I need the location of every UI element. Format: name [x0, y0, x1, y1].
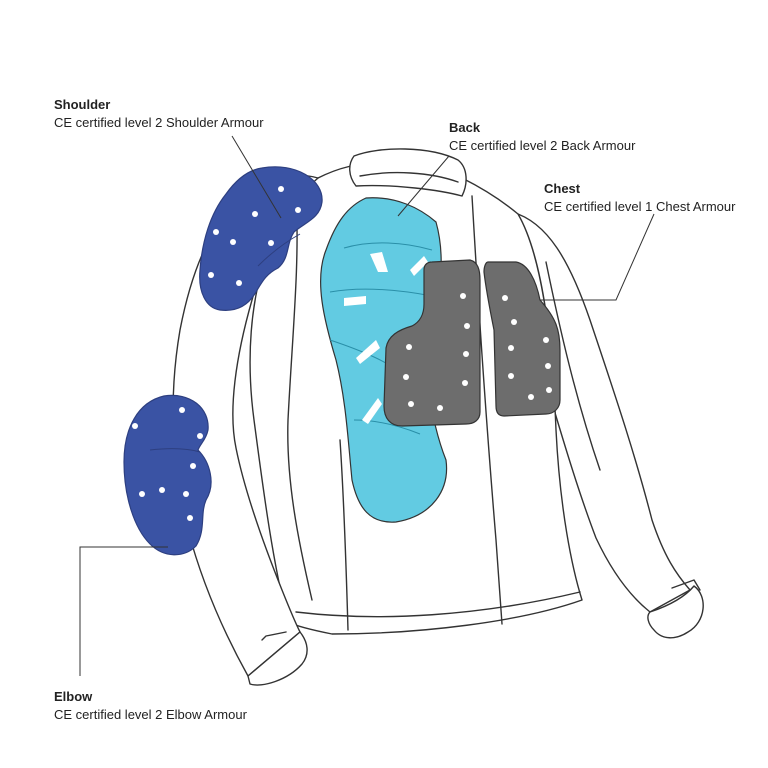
- elbow-description: CE certified level 2 Elbow Armour: [54, 707, 247, 722]
- shoulder-title: Shoulder: [54, 97, 111, 112]
- hem-seam: [295, 591, 581, 618]
- shoulder-armour-plate: [199, 166, 323, 311]
- elbow-leader-line: [79, 546, 168, 676]
- shoulder-armour-vents: [208, 186, 301, 286]
- chest-armour: [383, 259, 561, 427]
- chest-title: Chest: [544, 181, 581, 196]
- elbow-armour-groove: [149, 448, 201, 453]
- elbow-armour-vents: [132, 407, 203, 521]
- chest-description: CE certified level 1 Chest Armour: [544, 199, 736, 214]
- shoulder-armour-groove: [257, 233, 301, 267]
- right-cuff-tab: [671, 579, 701, 591]
- back-armour-vents: [344, 252, 428, 424]
- back-callout: Back CE certified level 2 Back Armour: [449, 119, 635, 155]
- left-cuff: [247, 631, 308, 686]
- back-armour: [320, 197, 448, 523]
- elbow-callout: Elbow CE certified level 2 Elbow Armour: [54, 688, 247, 724]
- shoulder-leader-line: [231, 135, 282, 219]
- chest-armour-right-plate: [483, 261, 561, 417]
- side-seam: [339, 439, 349, 631]
- elbow-armour-plate: [123, 394, 212, 556]
- chest-callout: Chest CE certified level 1 Chest Armour: [544, 180, 735, 216]
- back-title: Back: [449, 120, 481, 135]
- sleeve-seam-left: [287, 199, 313, 601]
- shoulder-callout: Shoulder CE certified level 2 Shoulder A…: [54, 96, 264, 132]
- zip-seam: [471, 195, 503, 625]
- chest-leader-line: [540, 213, 655, 301]
- back-description: CE certified level 2 Back Armour: [449, 138, 636, 153]
- leader-lines: [79, 135, 655, 676]
- back-leader-line: [397, 155, 450, 217]
- chest-armour-vents: [403, 293, 552, 411]
- right-cuff: [647, 585, 704, 639]
- shoulder-description: CE certified level 2 Shoulder Armour: [54, 115, 264, 130]
- shoulder-armour: [199, 166, 323, 311]
- chest-armour-left-plate: [383, 259, 481, 427]
- elbow-title: Elbow: [54, 689, 93, 704]
- left-cuff-tab: [261, 631, 287, 641]
- collar-inner: [359, 171, 459, 183]
- sleeve-seam-right: [545, 261, 601, 471]
- elbow-armour: [123, 394, 212, 556]
